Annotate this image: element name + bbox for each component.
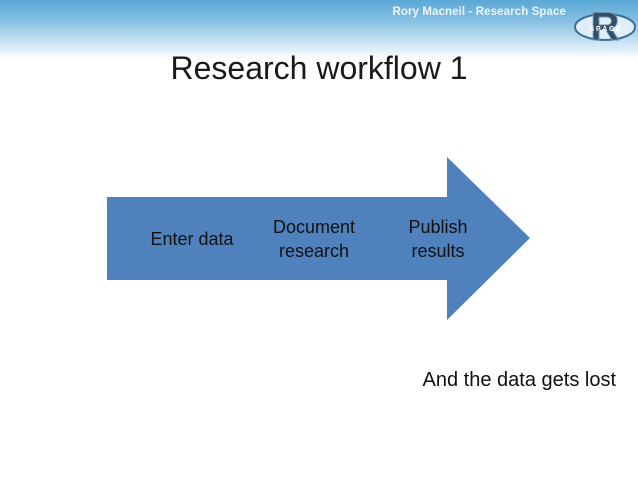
step-label: research xyxy=(278,241,350,261)
brand-text: Rory Macneil - Research Space xyxy=(392,6,566,18)
step-label: results xyxy=(411,241,465,261)
workflow-arrow xyxy=(107,157,530,320)
step-label: Publish xyxy=(408,217,468,237)
workflow-step-enter-data: Enter data xyxy=(140,227,244,251)
step-label: Enter data xyxy=(150,229,234,249)
step-label: Document xyxy=(272,217,356,237)
workflow-step-document-research: Document research xyxy=(258,215,370,263)
slide-title: Research workflow 1 xyxy=(170,50,468,86)
workflow-step-publish-results: Publish results xyxy=(390,215,486,263)
slide-note: And the data gets lost xyxy=(422,369,616,391)
rspace-logo-icon: R S P A C E xyxy=(574,5,636,50)
logo-subtext: S P A C E xyxy=(589,26,621,33)
logo-letter: R xyxy=(591,5,620,49)
header-band xyxy=(0,0,638,60)
